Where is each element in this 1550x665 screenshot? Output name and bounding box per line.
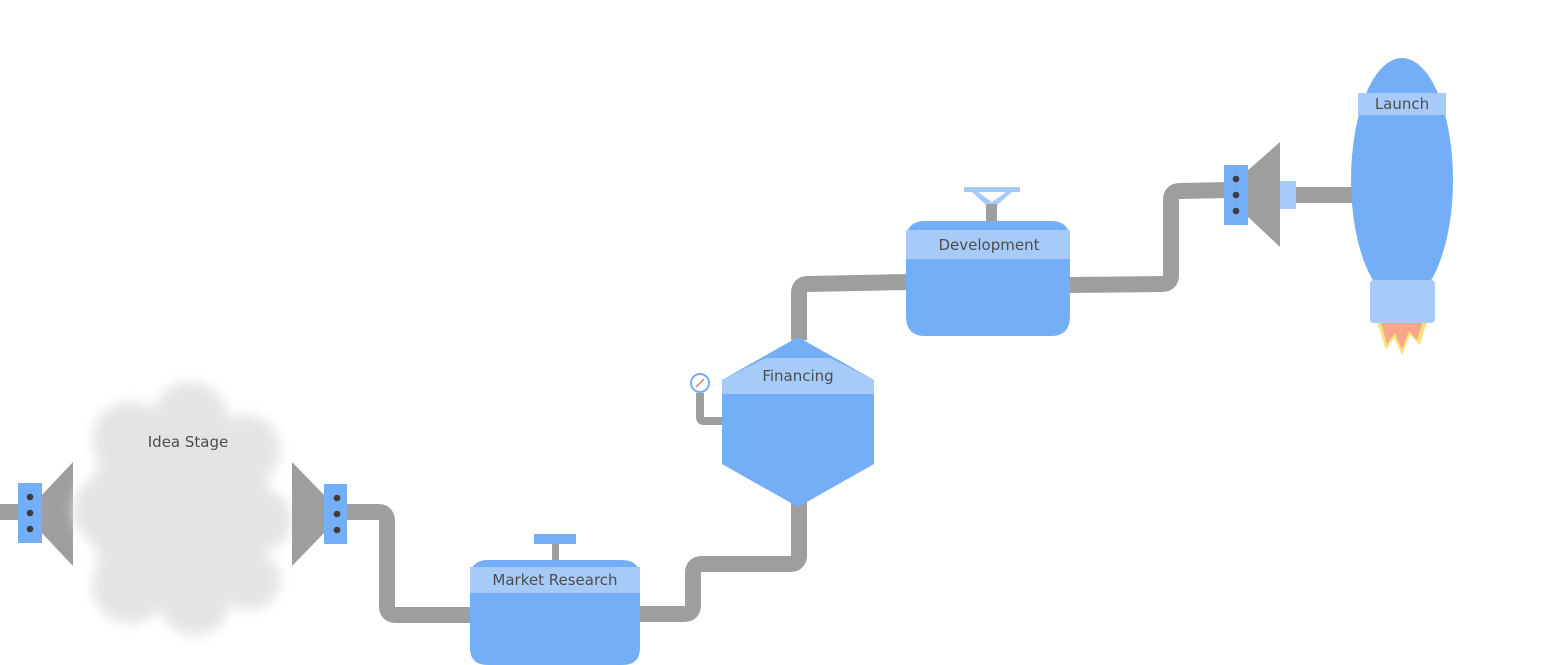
- pipe-gauge-branch: [696, 393, 724, 425]
- development-stage: Development: [906, 187, 1070, 336]
- pipe-market-to-financing: [638, 500, 807, 622]
- launch-stage: Launch: [1224, 58, 1453, 355]
- development-label: Development: [939, 236, 1040, 254]
- funnel-icon: [1224, 142, 1296, 247]
- launch-label: Launch: [1375, 95, 1429, 113]
- financing-label: Financing: [762, 367, 833, 385]
- financing-stage: Financing: [690, 337, 874, 507]
- idea-stage-label: Idea Stage: [148, 433, 228, 451]
- market-research-band: [470, 567, 640, 593]
- valve-handle-icon: [534, 534, 576, 560]
- pipe-idea-to-market: [340, 504, 472, 623]
- pressure-gauge-icon: [690, 373, 710, 393]
- rocket-icon: Launch: [1351, 58, 1453, 355]
- cloud-icon: [73, 382, 292, 635]
- development-band: [906, 230, 1070, 259]
- flame-icon: [1376, 318, 1428, 355]
- rocket-band: [1358, 93, 1446, 115]
- funnel-icon: [292, 462, 347, 566]
- rocket-nozzle: [1370, 280, 1435, 323]
- financing-band: [722, 358, 874, 394]
- funnel-icon: [18, 462, 73, 566]
- market-research-label: Market Research: [492, 571, 617, 589]
- pipe-financing-to-development: [791, 274, 911, 340]
- rocket-body: [1351, 58, 1453, 302]
- pipe-development-to-launch: [1067, 182, 1229, 293]
- sprinkler-valve-icon: [964, 187, 1020, 221]
- idea-stage: Idea Stage: [18, 382, 347, 635]
- market-research-stage: Market Research: [470, 534, 640, 665]
- pipes: [0, 182, 1356, 623]
